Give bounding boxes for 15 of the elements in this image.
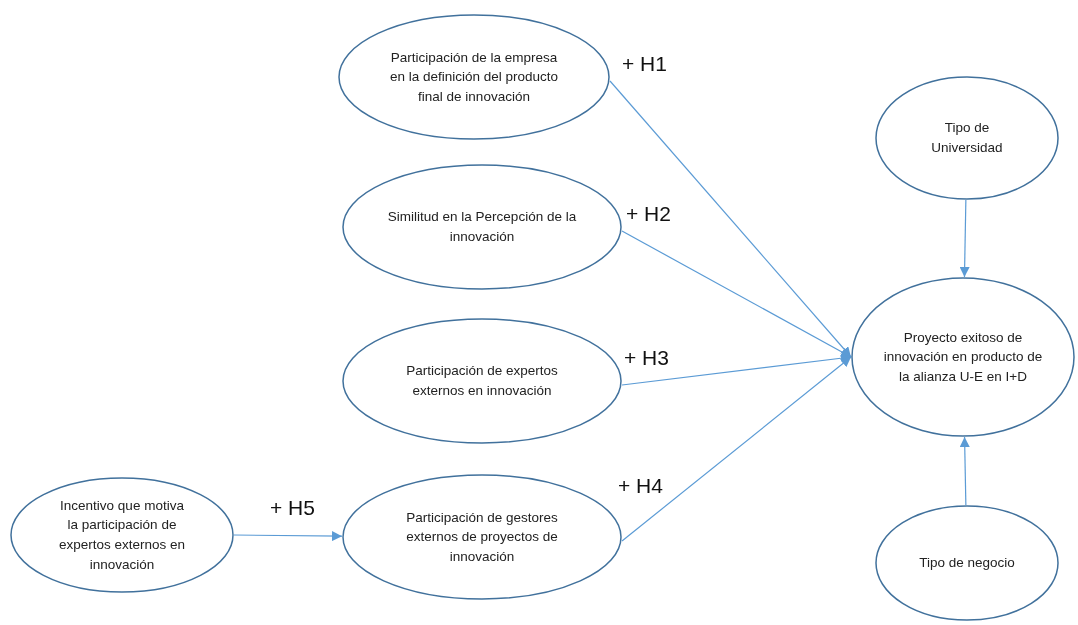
node-label: Proyecto exitoso de innovación en producto de la alianza U-E en I+D <box>883 328 1043 386</box>
arrow <box>621 353 852 386</box>
arrow <box>959 199 970 278</box>
node-label: Participación de gestores externos de proyectos de innovación <box>405 508 559 566</box>
node-label: Tipo de negocio <box>918 554 1016 573</box>
node-label: Incentivo que motiva la participación de expertos externos en innovación <box>57 496 187 574</box>
arrow <box>959 436 970 506</box>
node-label: Participación de la empresa en la definición del producto final de innovación <box>388 48 560 106</box>
node-label: Tipo de Universidad <box>930 119 1004 157</box>
node-label: Participación de expertos externos en innovación <box>405 362 559 400</box>
arrow <box>609 80 852 358</box>
node-label: Similitud en la Percepción de la innovación <box>387 208 577 246</box>
arrow <box>233 531 343 542</box>
arrow <box>621 230 852 358</box>
arrow <box>621 356 852 542</box>
